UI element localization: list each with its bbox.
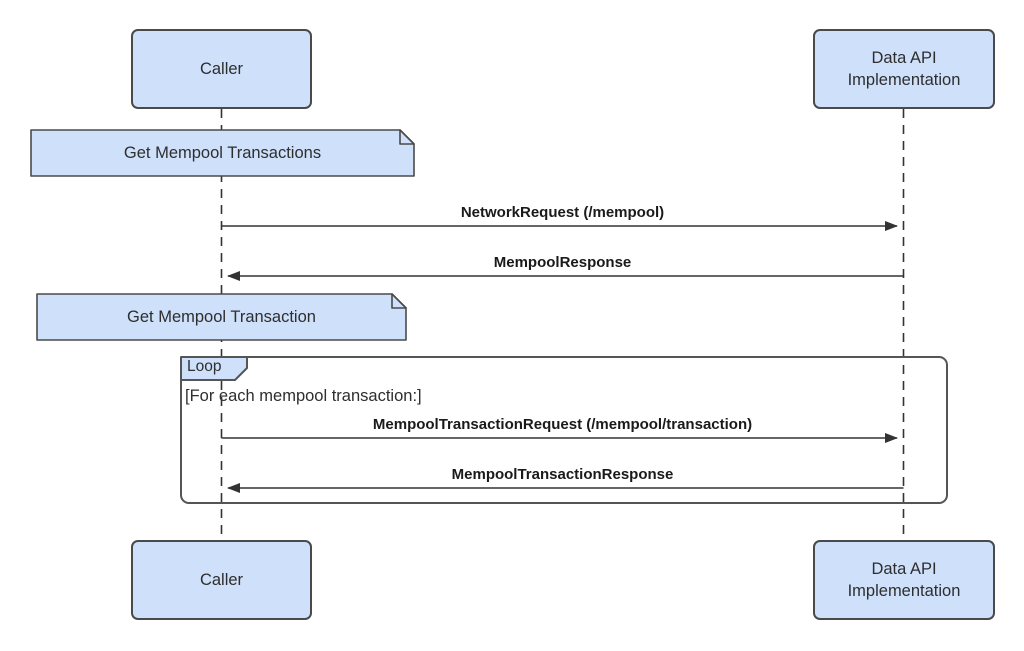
loop-label: Loop <box>187 358 222 375</box>
note-get-mempool-transactions: Get Mempool Transactions <box>30 129 415 177</box>
actor-caller-top-label: Caller <box>199 59 244 78</box>
note-shape <box>30 129 415 177</box>
note-text: Get Mempool Transactions <box>123 143 322 162</box>
actor-data-api-top-label: Data API Implementation <box>847 48 961 89</box>
actor-caller-bottom: Caller <box>131 540 312 620</box>
loop-label-tab: Loop <box>180 356 252 383</box>
loop-condition: [For each mempool transaction:] <box>185 387 422 405</box>
actor-data-api-bottom: Data API Implementation <box>813 540 995 620</box>
message-label-network-request: NetworkRequest (/mempool) <box>460 204 665 221</box>
note-text: Get Mempool Transaction <box>127 307 316 326</box>
actor-caller-top: Caller <box>131 29 312 109</box>
loop-tab-shape <box>180 356 248 381</box>
loop-frame <box>180 356 948 504</box>
actor-data-api-bottom-label: Data API Implementation <box>847 559 961 600</box>
message-label-mempool-response: MempoolResponse <box>493 254 632 271</box>
actor-data-api-top: Data API Implementation <box>813 29 995 109</box>
note-get-mempool-transaction: Get Mempool Transaction <box>36 293 407 341</box>
actor-caller-bottom-label: Caller <box>199 570 244 589</box>
message-label-mempool-transaction-request: MempoolTransactionRequest (/mempool/tran… <box>372 416 753 433</box>
note-shape <box>36 293 407 341</box>
message-label-mempool-transaction-response: MempoolTransactionResponse <box>451 466 674 483</box>
